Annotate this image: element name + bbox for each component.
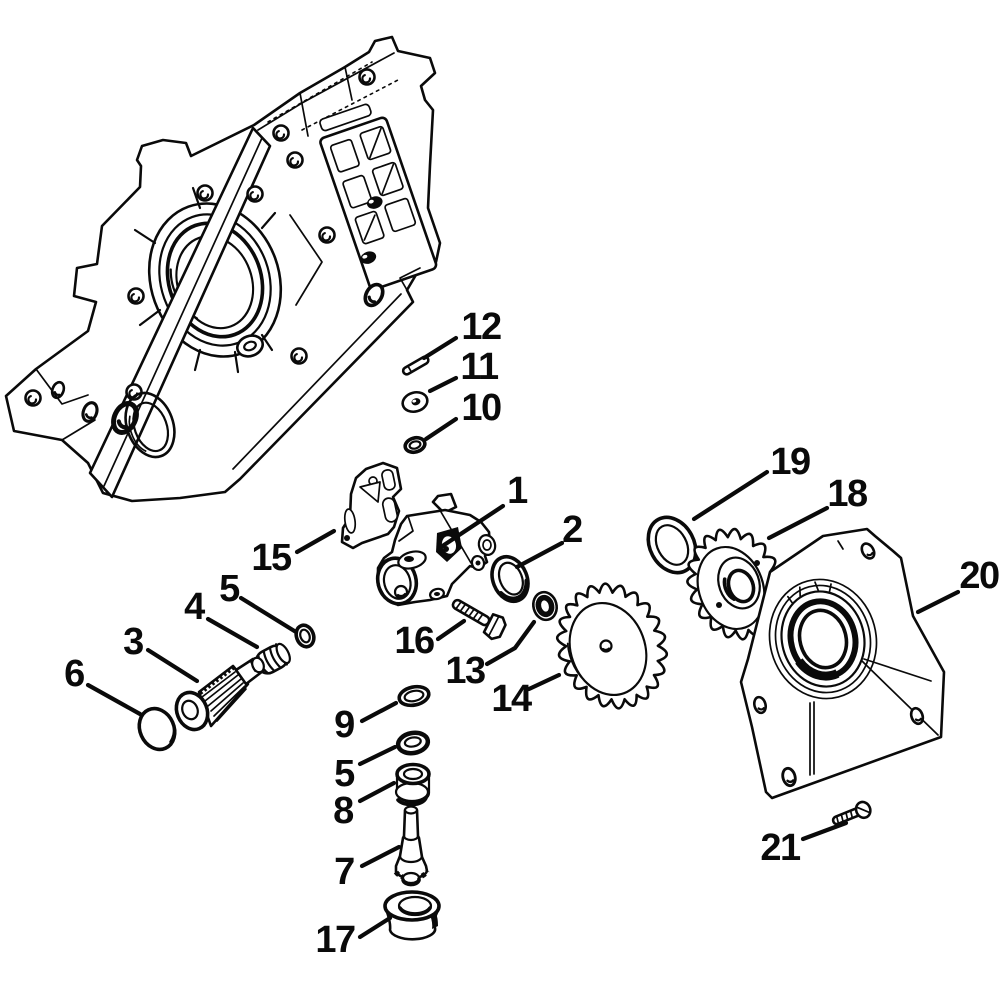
part-11-washer (401, 390, 429, 414)
callout-2-leader-line (514, 540, 565, 570)
callout-3-leader-line (145, 647, 200, 684)
callout-11-leader-line (427, 375, 459, 394)
callout-17-leader-line (357, 915, 393, 940)
callout-14-label: 14 (491, 678, 532, 720)
callout-15-label: 15 (251, 537, 292, 579)
callout-13-label: 13 (445, 650, 485, 692)
part-9-ring (397, 684, 431, 708)
screw-hole (246, 185, 264, 203)
screw-hole (272, 124, 290, 142)
casting-ridge-dotted-line (301, 79, 399, 131)
callout-6-leader-line (85, 682, 143, 717)
callout-12-leader-line (421, 335, 459, 361)
part-21-screw (831, 800, 872, 826)
callout-19-label: 19 (770, 441, 810, 483)
callout-1-leader-line (438, 503, 506, 550)
callout-11-label: 11 (460, 346, 499, 388)
callout-18-label: 18 (827, 473, 867, 515)
callout-1-label: 1 (507, 470, 528, 512)
callout-10-label: 10 (461, 387, 501, 429)
callout-13-leader-line (484, 619, 537, 667)
callout-4-label: 4 (184, 586, 205, 628)
part-12-pin (401, 355, 430, 376)
screw-hole (286, 151, 304, 169)
callout-20-label: 20 (959, 555, 999, 597)
screw-hole (290, 347, 308, 365)
callout-8-label: 8 (333, 790, 353, 832)
crankcase-half-drawing (4, 35, 442, 503)
part-5-o-ring-lower (395, 730, 431, 756)
part-6-cap (137, 706, 177, 752)
screw-hole (318, 226, 336, 244)
callout-5-label: 5 (219, 568, 240, 610)
part-8-piston (394, 762, 431, 807)
part-10-o-ring (403, 435, 427, 455)
callout-15-leader-line (294, 528, 337, 555)
screw-hole (127, 287, 145, 305)
callout-16-label: 16 (394, 620, 434, 662)
callout-5-leader-line (357, 744, 398, 767)
cylinder-louver-panel (319, 103, 438, 291)
part-13-washer (532, 590, 558, 622)
lower-cylinder-opening (124, 391, 176, 459)
part-20-cover-plate (739, 527, 946, 800)
callout-6-label: 6 (64, 653, 84, 695)
part-5-o-ring-upper (294, 623, 316, 649)
callout-9-leader-line (359, 700, 399, 724)
callout-7-label: 7 (334, 851, 354, 893)
callout-9-label: 9 (334, 704, 354, 746)
callout-12-label: 12 (461, 306, 501, 348)
part-17-bushing (383, 890, 441, 941)
callout-21-leader-line (800, 820, 849, 842)
cover-bearing-boss (768, 578, 878, 700)
part-14-worm-wheel (555, 582, 669, 710)
screw-hole (358, 68, 376, 86)
callout-3-label: 3 (123, 621, 143, 663)
callout-5-leader-line (238, 595, 299, 635)
callout-5-label: 5 (334, 753, 355, 795)
callout-20-leader-line (915, 589, 961, 615)
part-16-screw (451, 598, 507, 641)
callout-19-leader-line (691, 469, 770, 522)
callout-16-leader-line (435, 618, 467, 642)
part-19-sealing-ring (646, 515, 698, 575)
casting-ridge-dotted-line (267, 61, 373, 123)
callout-21-label: 21 (760, 827, 801, 869)
part-7-plunger (393, 805, 430, 887)
callout-2-label: 2 (562, 509, 582, 551)
small-boss (236, 334, 264, 358)
callout-4-leader-line (205, 616, 260, 650)
callout-14-leader-line (526, 672, 562, 692)
callout-10-leader-line (423, 416, 459, 442)
part-3-pump-shaft (174, 656, 265, 732)
part-15-mounting-bracket (340, 461, 403, 550)
callout-17-label: 17 (315, 919, 355, 961)
callout-18-leader-line (766, 505, 830, 541)
callout-8-leader-line (357, 780, 397, 804)
callout-7-leader-line (359, 844, 402, 869)
screw-hole (196, 184, 214, 202)
screw-hole (24, 389, 42, 407)
